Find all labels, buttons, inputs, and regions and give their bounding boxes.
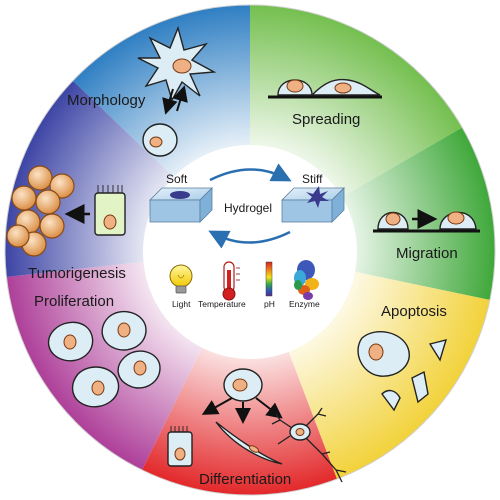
- soft-label: Soft: [166, 172, 188, 186]
- soft-hydrogel-block: [149, 187, 213, 223]
- apoptotic-fragment: [428, 339, 448, 362]
- apoptotic-cell: [357, 330, 410, 377]
- segment-label-differentiation: Differentiation: [199, 471, 291, 488]
- stimulus-label-ph: pH: [264, 299, 275, 309]
- segment-label-spreading: Spreading: [292, 111, 360, 128]
- spreading-illustration: [268, 78, 382, 99]
- tumor-cluster: [6, 165, 75, 257]
- tumorigenesis-illustration: [6, 165, 126, 257]
- segment-label-migration: Migration: [396, 245, 458, 262]
- apoptotic-fragment: [411, 370, 429, 404]
- segment-label-tumorigenesis: Tumorigenesis: [28, 265, 126, 282]
- morphology-arrow-down: [162, 88, 178, 115]
- segment-label-morphology: Morphology: [67, 92, 146, 109]
- soft-to-stiff-arrow: [209, 163, 292, 182]
- segment-label-apoptosis: Apoptosis: [381, 303, 447, 320]
- differentiation-illustration: [167, 368, 347, 483]
- center-panel: Soft Stiff Hydrogel: [149, 163, 345, 309]
- ph-scale-icon: [265, 261, 273, 297]
- stimulus-label-light: Light: [172, 299, 191, 309]
- proliferation-illustration: [47, 311, 161, 408]
- stiff-label: Stiff: [302, 172, 323, 186]
- morphology-arrow-up: [172, 85, 188, 112]
- morphology-illustration: [137, 25, 217, 157]
- apoptosis-illustration: [357, 330, 448, 412]
- segment-label-proliferation: Proliferation: [34, 293, 114, 310]
- stimulus-label-enzyme: Enzyme: [289, 299, 320, 309]
- stimulus-label-temperature: Temperature: [198, 299, 246, 309]
- thermometer-icon: [222, 261, 240, 301]
- lightbulb-icon: [169, 264, 193, 294]
- epithelial-cell: [94, 192, 126, 236]
- apoptotic-fragment: [381, 389, 401, 412]
- migration-illustration: [373, 209, 480, 233]
- enzyme-icon: [294, 260, 319, 300]
- spindle-cell: [215, 421, 283, 465]
- neuron-cell: [271, 407, 347, 483]
- stiff-to-soft-arrow: [208, 230, 291, 249]
- hydrogel-label: Hydrogel: [224, 201, 272, 215]
- stiff-hydrogel-block: [281, 186, 345, 223]
